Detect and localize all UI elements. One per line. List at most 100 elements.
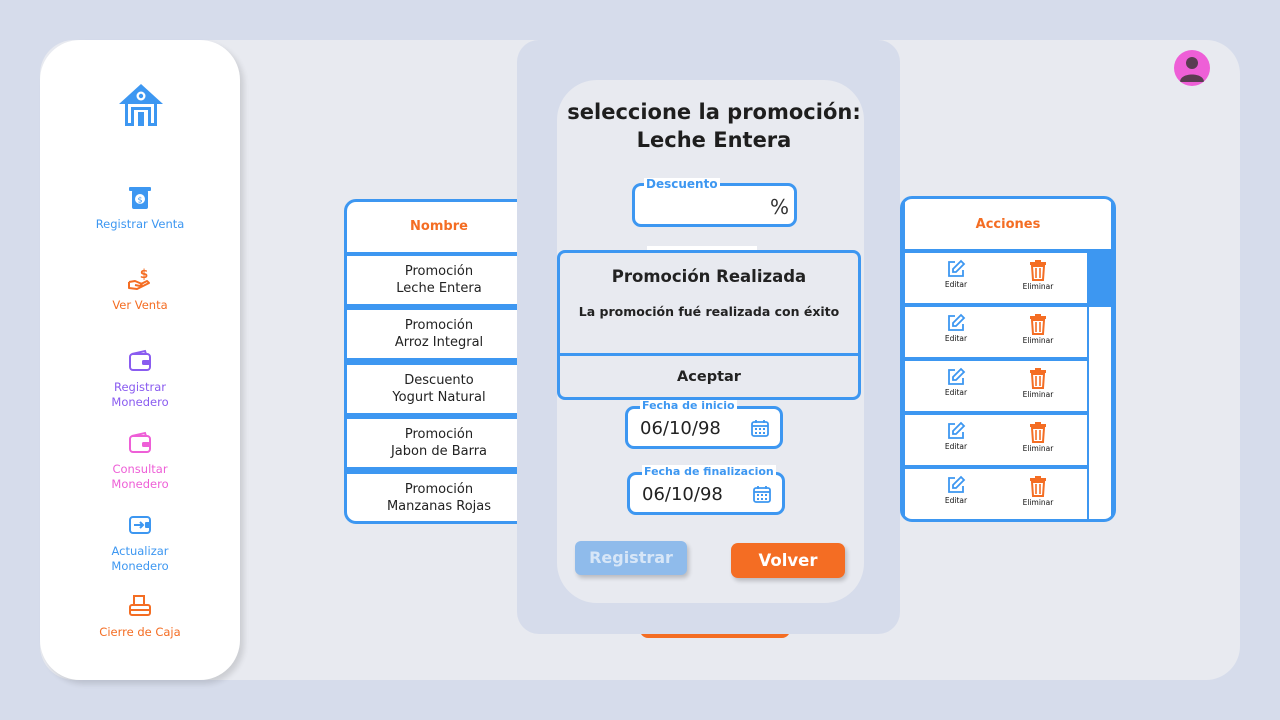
cash-box-icon bbox=[129, 595, 151, 616]
table-row: Editar Eliminar bbox=[905, 253, 1087, 303]
trash-icon bbox=[1030, 476, 1046, 497]
start-date-value: 06/10/98 bbox=[640, 418, 721, 439]
modal-title-line1: seleccione la promoción: bbox=[567, 100, 861, 124]
row-product: Leche Entera bbox=[396, 281, 482, 296]
wallet-icon bbox=[129, 431, 151, 453]
table-row: Editar Eliminar bbox=[905, 469, 1087, 519]
wallet-arrow-icon bbox=[129, 516, 151, 534]
edit-label: Editar bbox=[944, 496, 968, 505]
sidebar-item-consultar-monedero[interactable]: Consultar Monedero bbox=[40, 430, 240, 492]
table-row[interactable]: Descuento Yogurt Natural bbox=[347, 365, 531, 413]
svg-text:$: $ bbox=[140, 267, 148, 281]
table-row[interactable]: Promoción Jabon de Barra bbox=[347, 419, 531, 467]
row-type: Promoción bbox=[404, 427, 474, 442]
alert-message: La promoción fué realizada con éxito bbox=[578, 304, 840, 319]
row-type: Promoción bbox=[404, 318, 474, 333]
alert-title: Promoción Realizada bbox=[611, 267, 807, 286]
edit-label: Editar bbox=[944, 388, 968, 397]
edit-button[interactable]: Editar bbox=[931, 367, 981, 397]
delete-button[interactable]: Eliminar bbox=[1013, 313, 1063, 345]
delete-label: Eliminar bbox=[1022, 282, 1054, 291]
sidebar-item-registrar-venta[interactable]: $ Registrar Venta bbox=[40, 185, 240, 232]
delete-label: Eliminar bbox=[1022, 390, 1054, 399]
calendar-icon[interactable] bbox=[752, 484, 772, 504]
column-header-nombre: Nombre bbox=[347, 202, 531, 252]
table-row[interactable]: Promoción Arroz Integral bbox=[347, 310, 531, 358]
row-product: Jabon de Barra bbox=[390, 444, 488, 459]
edit-button[interactable]: Editar bbox=[931, 421, 981, 451]
trash-icon bbox=[1030, 260, 1046, 281]
sidebar-item-label: Consultar Monedero bbox=[111, 462, 169, 491]
edit-icon bbox=[948, 367, 966, 385]
delete-button[interactable]: Eliminar bbox=[1013, 475, 1063, 507]
end-date-value: 06/10/98 bbox=[642, 484, 723, 505]
edit-label: Editar bbox=[944, 334, 968, 343]
table-row: Editar Eliminar bbox=[905, 415, 1087, 465]
modal-title-line2: Leche Entera bbox=[636, 128, 792, 152]
calendar-icon[interactable] bbox=[750, 418, 770, 438]
table-row: Editar Eliminar bbox=[905, 361, 1087, 411]
delete-button[interactable]: Eliminar bbox=[1013, 367, 1063, 399]
modal-title: seleccione la promoción: Leche Entera bbox=[560, 98, 868, 154]
edit-button[interactable]: Editar bbox=[931, 259, 981, 289]
sidebar-item-label: Actualizar Monedero bbox=[111, 544, 169, 573]
row-product: Manzanas Rojas bbox=[386, 499, 492, 514]
sidebar-item-label: Registrar Monedero bbox=[111, 380, 169, 409]
svg-text:$: $ bbox=[137, 196, 142, 205]
delete-button[interactable]: Eliminar bbox=[1013, 259, 1063, 291]
sidebar-item-label: Cierre de Caja bbox=[99, 625, 181, 639]
edit-label: Editar bbox=[944, 280, 968, 289]
sidebar: $ Registrar Venta $ Ver Venta Registrar … bbox=[40, 40, 240, 680]
promotions-table-actions: Acciones Editar Eliminar Editar Eliminar… bbox=[900, 196, 1116, 522]
edit-label: Editar bbox=[944, 442, 968, 451]
back-button[interactable]: Volver bbox=[731, 543, 845, 578]
scrollbar-thumb[interactable] bbox=[1089, 251, 1111, 307]
alert-divider bbox=[560, 353, 858, 356]
user-avatar-icon[interactable] bbox=[1174, 50, 1210, 86]
edit-button[interactable]: Editar bbox=[931, 313, 981, 343]
delete-label: Eliminar bbox=[1022, 444, 1054, 453]
scrollbar-track[interactable] bbox=[1089, 251, 1111, 519]
sidebar-item-label: Registrar Venta bbox=[95, 217, 185, 231]
wallet-icon bbox=[129, 349, 151, 371]
sidebar-item-ver-venta[interactable]: $ Ver Venta bbox=[40, 266, 240, 313]
trash-icon bbox=[1030, 368, 1046, 389]
delete-label: Eliminar bbox=[1022, 336, 1054, 345]
column-header-acciones: Acciones bbox=[905, 199, 1111, 249]
percent-sign: % bbox=[769, 195, 789, 219]
trash-icon bbox=[1030, 422, 1046, 443]
sidebar-item-actualizar-monedero[interactable]: Actualizar Monedero bbox=[40, 512, 240, 574]
edit-button[interactable]: Editar bbox=[931, 475, 981, 505]
edit-icon bbox=[948, 475, 966, 493]
sidebar-item-cierre-de-caja[interactable]: Cierre de Caja bbox=[40, 593, 240, 640]
home-icon[interactable] bbox=[117, 82, 165, 128]
delete-label: Eliminar bbox=[1022, 498, 1054, 507]
accept-button[interactable]: Aceptar bbox=[677, 369, 741, 385]
edit-icon bbox=[948, 421, 966, 439]
delete-button[interactable]: Eliminar bbox=[1013, 421, 1063, 453]
promotions-table-names: Nombre Promoción Leche Entera Promoción … bbox=[344, 199, 534, 524]
table-row: Editar Eliminar bbox=[905, 307, 1087, 357]
end-date-label: Fecha de finalizacion bbox=[642, 465, 776, 478]
edit-icon bbox=[948, 259, 966, 277]
sidebar-item-label: Ver Venta bbox=[112, 298, 168, 312]
cash-register-icon: $ bbox=[129, 187, 151, 209]
trash-icon bbox=[1030, 314, 1046, 335]
register-button[interactable]: Registrar bbox=[575, 541, 687, 575]
table-row[interactable]: Promoción Leche Entera bbox=[347, 256, 531, 304]
end-date-field[interactable]: 06/10/98 bbox=[627, 472, 785, 515]
row-type: Promoción bbox=[404, 264, 474, 279]
row-product: Arroz Integral bbox=[394, 335, 484, 350]
hidden-field-edge bbox=[647, 246, 757, 252]
hand-dollar-icon: $ bbox=[128, 267, 150, 290]
start-date-field[interactable]: 06/10/98 bbox=[625, 406, 783, 449]
row-type: Descuento bbox=[404, 373, 474, 388]
discount-label: Descuento bbox=[644, 177, 720, 191]
success-alert: Promoción Realizada La promoción fué rea… bbox=[557, 250, 861, 400]
start-date-label: Fecha de inicio bbox=[640, 399, 737, 412]
edit-icon bbox=[948, 313, 966, 331]
row-type: Promoción bbox=[404, 482, 474, 497]
sidebar-item-registrar-monedero[interactable]: Registrar Monedero bbox=[40, 348, 240, 410]
row-product: Yogurt Natural bbox=[392, 390, 486, 405]
table-row[interactable]: Promoción Manzanas Rojas bbox=[347, 474, 531, 521]
